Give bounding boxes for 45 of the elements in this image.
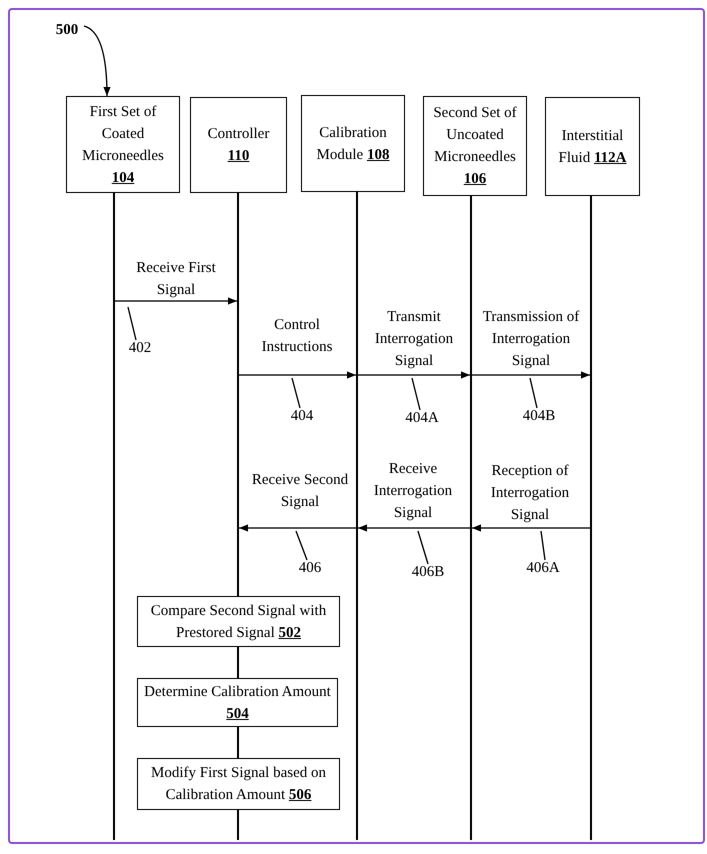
edge-label: Receive Interrogation Signal [372,460,454,523]
message-arrow [472,371,590,379]
callout-number: 500 [50,20,84,40]
callout-number: 404B [518,406,560,426]
leader-line [417,530,429,564]
participant-box: First Set of Coated Microneedles 104 [66,96,180,193]
lifeline [590,196,592,840]
edge-label: Receive Second Signal [250,471,350,512]
callout-number: 406B [408,562,448,582]
lifeline [113,193,115,840]
leader-line [540,530,546,560]
participant-box: Second Set of Uncoated Microneedles 106 [423,96,527,196]
lifeline [356,192,358,840]
participant-box: Interstitial Fluid 112A [545,97,640,196]
callout-number: 406 [294,558,326,578]
process-box: Determine Calibration Amount 504 [137,678,338,727]
callout-number: 402 [124,338,156,358]
edge-label: Transmit Interrogation Signal [374,308,454,371]
message-arrow [239,524,356,532]
leader-line [295,530,308,560]
leader-line [127,306,137,340]
edge-label: Control Instructions [260,316,334,357]
message-arrow [239,371,356,379]
participant-box: Calibration Module 108 [301,95,405,192]
leader-line [529,378,538,408]
message-arrow [472,524,590,532]
edge-label: Reception of Interrogation Signal [490,462,570,525]
leader-line [411,378,421,410]
callout-number: 404 [286,406,318,426]
connector-line [237,647,239,678]
callout-number: 406A [522,558,564,578]
curved-arrow [84,25,110,96]
edge-label: Receive First Signal [135,259,217,300]
message-arrow [115,297,237,305]
lifeline [237,193,239,596]
process-box: Modify First Signal based on Calibration Amount 506 [137,758,340,810]
message-arrow [358,371,470,379]
process-box: Compare Second Signal with Prestored Signal 502 [137,596,340,647]
callout-number: 404A [402,408,442,428]
participant-box: Controller 110 [190,97,287,193]
edge-label: Transmission of Interrogation Signal [482,308,580,371]
connector-line [237,727,239,758]
leader-line [291,378,301,408]
message-arrow [358,524,470,532]
lifeline [470,196,472,840]
